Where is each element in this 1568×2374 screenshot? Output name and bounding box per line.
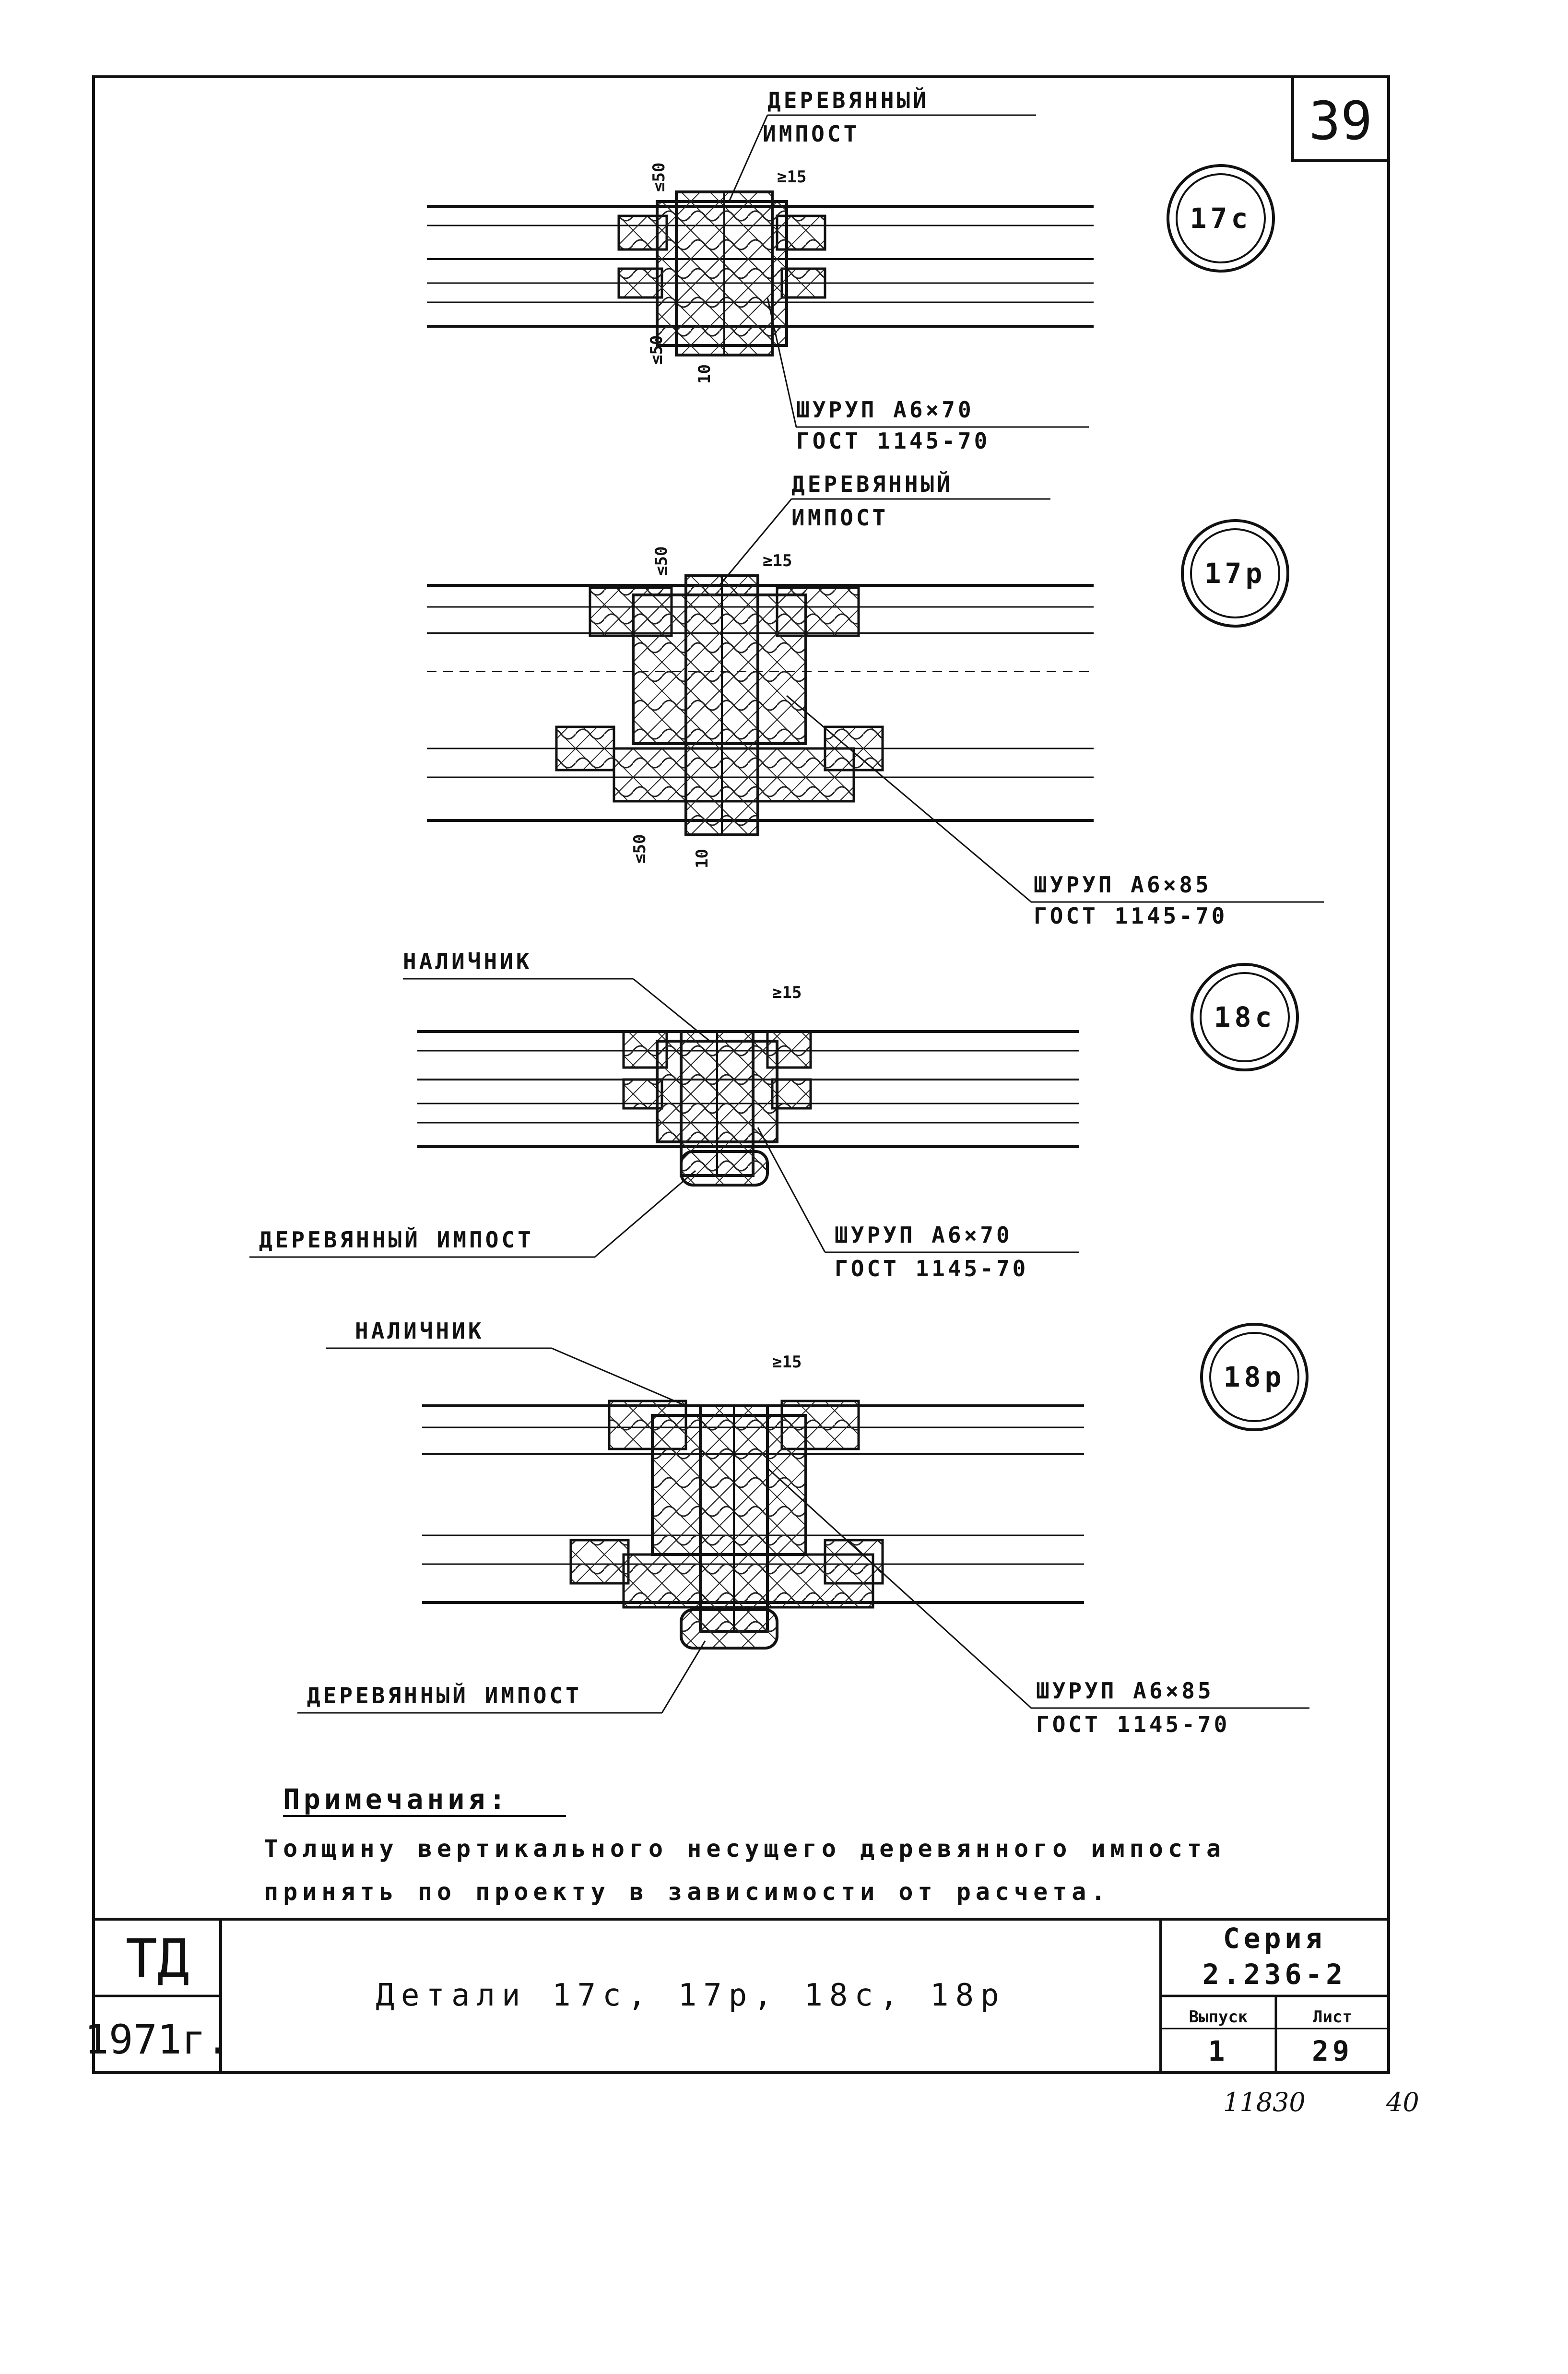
detail-marker-18c: 18с xyxy=(1214,1001,1276,1033)
sheet-number: 39 xyxy=(1309,90,1372,152)
detail-18p: ≥15 НАЛИЧНИК ДЕРЕВЯННЫЙ ИМПОСТ ШУРУП А6×… xyxy=(297,1318,1309,1737)
label-platband-18p: НАЛИЧНИК xyxy=(355,1318,484,1344)
label-wood-impost-18p: ДЕРЕВЯННЫЙ ИМПОСТ xyxy=(307,1683,582,1709)
label-gost-17p: ГОСТ 1145-70 xyxy=(1034,903,1227,929)
notes-line-2: принять по проекту в зависимости от расч… xyxy=(264,1878,1110,1906)
detail-marker-17p: 17р xyxy=(1204,557,1266,590)
handwritten-number: 11830 xyxy=(1223,2087,1306,2117)
label-screw-17p: ШУРУП А6×85 xyxy=(1034,872,1212,898)
label-wood-impost-18c: ДЕРЕВЯННЫЙ ИМПОСТ xyxy=(259,1227,534,1253)
label-gost-18c: ГОСТ 1145-70 xyxy=(835,1256,1028,1282)
detail-marker-18p: 18р xyxy=(1224,1361,1285,1393)
dim-17p-le50-bottom: ≤50 xyxy=(630,834,649,864)
dim-10: 10 xyxy=(695,364,714,384)
label-wood-impost-17p-2: ИМПОСТ xyxy=(791,505,888,531)
org-code: ТД xyxy=(126,1928,189,1989)
notes: Примечания: Толщину вертикального несуще… xyxy=(264,1783,1226,1906)
sheet-label: Лист xyxy=(1313,2007,1352,2027)
label-wood-impost-17c-2: ИМПОСТ xyxy=(763,121,860,147)
dim-17p-le50-top: ≤50 xyxy=(652,546,671,576)
dim-18c-ge15: ≥15 xyxy=(772,983,802,1002)
issue-label: Выпуск xyxy=(1189,2007,1248,2027)
series-label: Серия xyxy=(1223,1922,1326,1955)
label-gost-18p: ГОСТ 1145-70 xyxy=(1036,1711,1230,1737)
title-block: ТД 1971г. Детали 17с, 17р, 18с, 18р Сери… xyxy=(84,1918,1389,2073)
label-wood-impost-17p-1: ДЕРЕВЯННЫЙ xyxy=(791,471,953,497)
dim-17p-ge15: ≥15 xyxy=(763,551,792,570)
series-value: 2.236-2 xyxy=(1203,1958,1346,1991)
handwritten-page: 40 xyxy=(1386,2087,1419,2117)
label-wood-impost-17c-1: ДЕРЕВЯННЫЙ xyxy=(767,87,929,113)
label-platband-18c: НАЛИЧНИК xyxy=(403,949,532,974)
dim-le50-top: ≤50 xyxy=(649,163,669,192)
detail-17c: ≤50 ≥15 ≤50 10 ДЕРЕВЯННЫЙ ИМПОСТ ШУРУП А… xyxy=(427,87,1275,454)
dim-18p-ge15: ≥15 xyxy=(772,1353,802,1372)
detail-marker-17c: 17с xyxy=(1190,202,1252,235)
sheet-frame xyxy=(92,75,1390,2074)
year: 1971г. xyxy=(84,2016,230,2063)
drawing-title: Детали 17с, 17р, 18с, 18р xyxy=(376,1978,1005,2013)
notes-line-1: Толщину вертикального несущего деревянно… xyxy=(264,1835,1226,1863)
detail-17p: ≤50 ≥15 ≤50 10 ДЕРЕВЯННЫЙ ИМПОСТ ШУРУП А… xyxy=(427,471,1324,929)
label-screw-18p: ШУРУП А6×85 xyxy=(1036,1678,1214,1704)
detail-18c: ≥15 НАЛИЧНИК ДЕРЕВЯННЫЙ ИМПОСТ ШУРУП А6×… xyxy=(249,949,1299,1282)
dim-17p-10: 10 xyxy=(693,849,712,868)
label-screw-17c: ШУРУП А6×70 xyxy=(796,397,974,423)
label-screw-18c: ШУРУП А6×70 xyxy=(835,1222,1013,1248)
dim-le50-bottom: ≤50 xyxy=(647,335,666,365)
notes-header: Примечания: xyxy=(283,1783,509,1816)
sheet-value: 29 xyxy=(1312,2035,1353,2067)
sheet-number-box: 39 xyxy=(1291,75,1390,162)
dim-ge15: ≥15 xyxy=(777,167,806,187)
label-gost-17c: ГОСТ 1145-70 xyxy=(796,428,990,454)
issue-value: 1 xyxy=(1208,2035,1229,2067)
